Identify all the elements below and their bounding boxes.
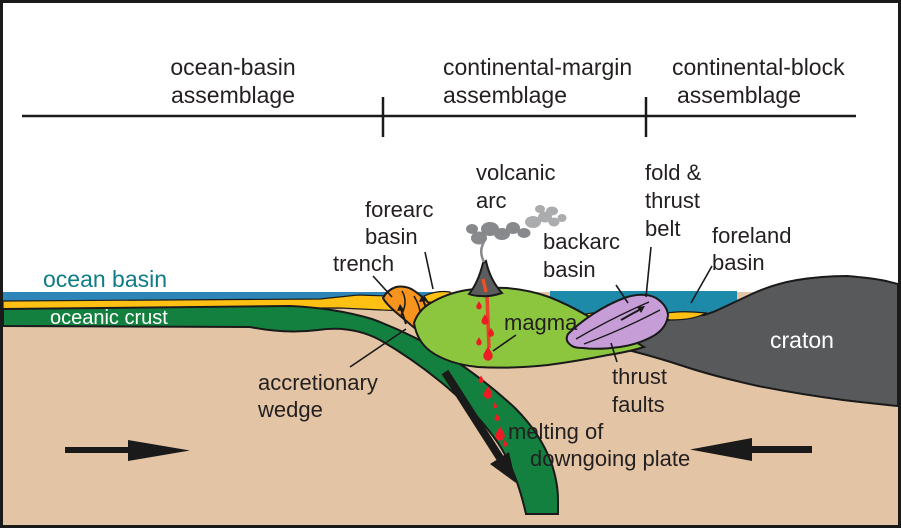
- label-thrust-faults-line1: thrust: [612, 364, 667, 389]
- leader-thrust-faults: [610, 342, 618, 363]
- leader-lines: [349, 246, 713, 368]
- label-accretionary-wedge-line2: wedge: [257, 397, 323, 422]
- header-divider: [22, 97, 856, 137]
- label-melting-line1: melting of: [508, 419, 604, 444]
- magma-blob: [476, 337, 482, 346]
- label-trench: trench: [333, 251, 394, 276]
- label-backarc-basin-line1: backarc: [543, 229, 620, 254]
- header-continental-block-line1: continental-block: [672, 54, 845, 80]
- thrust-arrow-small: [620, 306, 645, 321]
- leader-magma: [492, 334, 517, 352]
- header-continental-margin-line1: continental-margin: [443, 54, 632, 80]
- label-foreland-basin-line2: basin: [712, 250, 765, 275]
- magma-blob: [478, 375, 484, 383]
- label-ocean-basin: ocean basin: [43, 266, 167, 292]
- label-magma: magma: [504, 310, 578, 335]
- volcano-cone: [467, 259, 504, 298]
- magma-blob: [488, 327, 494, 337]
- label-fold-thrust-belt-line1: fold &: [645, 160, 702, 185]
- lava-streak: [481, 278, 488, 293]
- volcano-smoke: [466, 205, 567, 263]
- leader-accretionary-wedge: [349, 328, 407, 368]
- header-continental-margin-line2: assemblage: [443, 82, 567, 108]
- leader-foreland-basin: [690, 265, 713, 304]
- header-labels: ocean-basin assemblage continental-margi…: [170, 54, 845, 108]
- label-melting-line2: downgoing plate: [530, 446, 690, 471]
- label-forearc-basin-line2: basin: [365, 224, 418, 249]
- plate-motion-arrow-right: [690, 438, 812, 461]
- craton-shape: [613, 274, 899, 408]
- label-backarc-basin-line2: basin: [543, 257, 596, 282]
- label-accretionary-wedge-line1: accretionary: [258, 370, 378, 395]
- label-craton: craton: [770, 327, 834, 353]
- label-fold-thrust-belt-line2: thrust: [645, 188, 700, 213]
- subduction-arrow: [441, 369, 516, 483]
- feature-labels: ocean basin oceanic crust volcanic arc f…: [43, 160, 834, 471]
- leader-trench: [372, 275, 393, 298]
- plate-motion-arrow-left: [65, 440, 190, 461]
- magma-blobs: [476, 301, 508, 447]
- header-ocean-basin-line2: assemblage: [171, 82, 295, 108]
- label-oceanic-crust: oceanic crust: [50, 307, 168, 329]
- label-forearc-basin-line1: forearc: [365, 197, 433, 222]
- label-volcanic-arc-line1: volcanic: [476, 160, 555, 185]
- oceanic-crust-slab: [2, 304, 559, 515]
- label-fold-thrust-belt-line3: belt: [645, 216, 680, 241]
- header-ocean-basin-line1: ocean-basin: [170, 54, 295, 80]
- magma-blob: [483, 386, 493, 399]
- magma-blob: [476, 301, 482, 310]
- magma-blob: [483, 346, 493, 361]
- label-foreland-basin-line1: foreland: [712, 223, 792, 248]
- leader-forearc-basin: [424, 251, 434, 290]
- leader-backarc-basin: [615, 284, 629, 304]
- magma-blob: [495, 426, 505, 441]
- magma-blob: [502, 439, 508, 447]
- magma-blob: [481, 314, 489, 325]
- magma-blob: [494, 413, 500, 421]
- leader-thrust-belt: [645, 246, 652, 298]
- label-volcanic-arc-line2: arc: [476, 188, 507, 213]
- magma-blob: [493, 402, 497, 409]
- thrust-belt-shape: [565, 293, 670, 350]
- thrust-arrow-small: [397, 304, 407, 325]
- label-thrust-faults-line2: faults: [612, 392, 665, 417]
- header-continental-block-line2: assemblage: [677, 82, 801, 108]
